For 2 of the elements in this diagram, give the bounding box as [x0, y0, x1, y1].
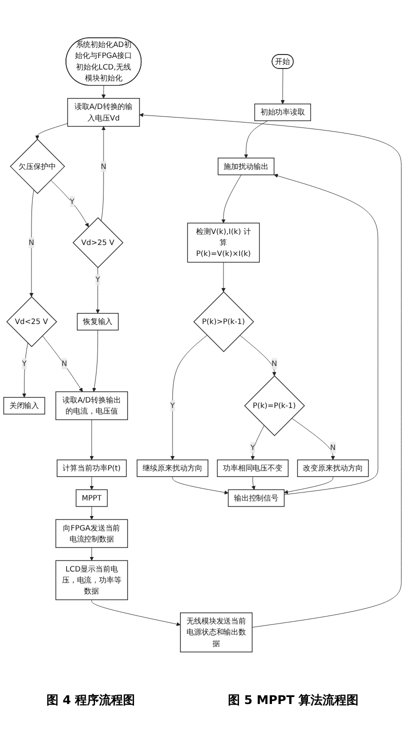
- figure-caption: 图 4 程序流程图: [46, 692, 136, 709]
- figure-caption: 图 5 MPPT 算法流程图: [228, 692, 359, 709]
